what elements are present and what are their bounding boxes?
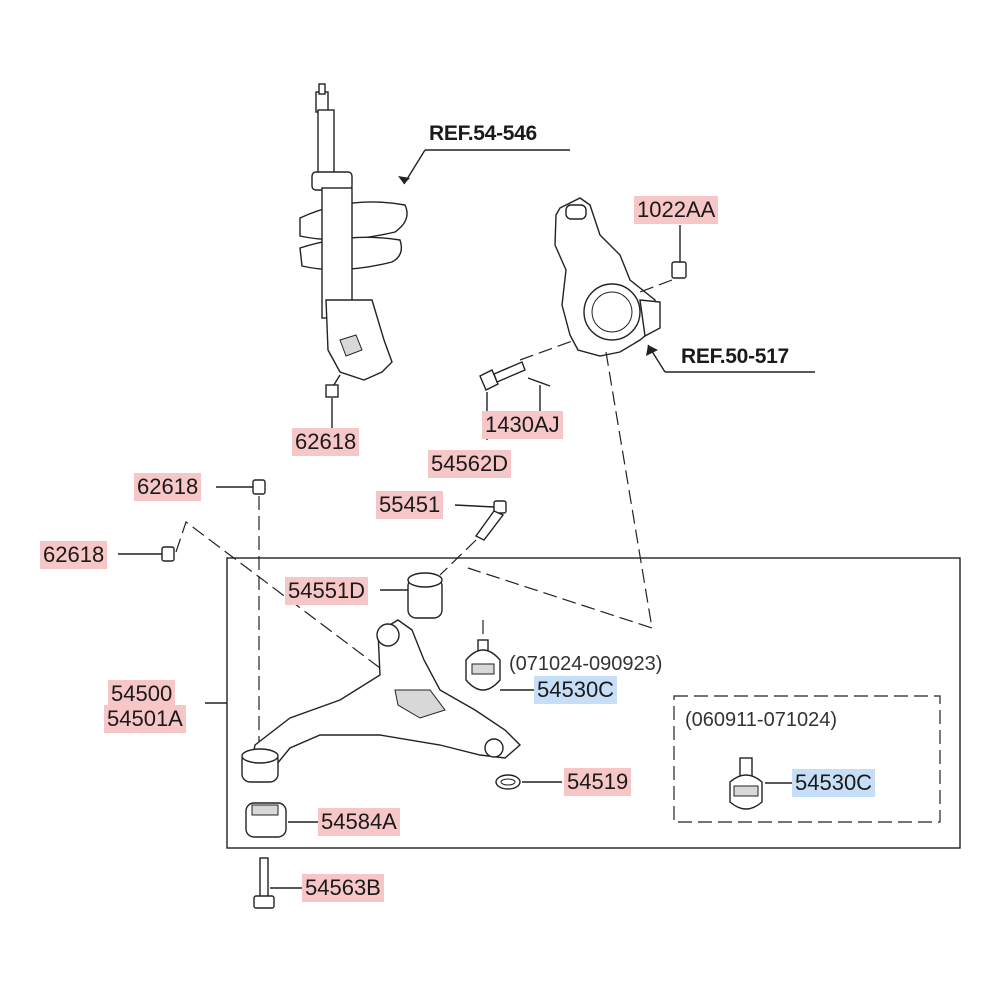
bushing-icon	[245, 802, 287, 838]
ref-knuckle-label[interactable]: REF.50-517	[681, 345, 789, 368]
ball-joint-icon	[729, 757, 763, 810]
bolt-icon	[474, 500, 507, 541]
ref-strut-label[interactable]: REF.54-546	[429, 122, 537, 145]
strut-assembly-icon	[299, 83, 408, 398]
part-54551d-label[interactable]: 54551D	[285, 577, 369, 605]
ball-joint-icon	[465, 639, 501, 691]
snap-ring-icon	[495, 774, 521, 790]
part-62618-lower-label[interactable]: 62618	[40, 541, 108, 569]
part-62618-strut-label[interactable]: 62618	[292, 428, 360, 456]
nut-icon	[671, 261, 687, 279]
bushing-icon	[407, 572, 443, 619]
part-62618-upper-label[interactable]: 62618	[134, 473, 202, 501]
part-54563b-label[interactable]: 54563B	[302, 874, 384, 902]
lower-arm-icon	[249, 619, 522, 771]
part-1430aj-label[interactable]: 1430AJ	[482, 411, 563, 439]
bolt-icon	[253, 857, 275, 909]
part-1022aa-label[interactable]: 1022AA	[634, 196, 719, 224]
date-range-1: (071024-090923)	[509, 653, 663, 675]
part-55451-label[interactable]: 55451	[376, 491, 444, 519]
bushing-icon	[241, 748, 279, 783]
bolt-icon	[479, 361, 526, 391]
part-54519-label[interactable]: 54519	[564, 768, 632, 796]
part-54584a-label[interactable]: 54584A	[318, 808, 400, 836]
part-54562d-label[interactable]: 54562D	[428, 450, 512, 478]
pin-icon	[527, 377, 551, 387]
steering-knuckle-icon	[554, 197, 661, 357]
part-54530c-label-2[interactable]: 54530C	[792, 769, 876, 797]
date-range-2: (060911-071024)	[685, 709, 837, 731]
part-54500-label[interactable]: 54500	[108, 680, 176, 708]
part-54501a-label[interactable]: 54501A	[104, 705, 186, 733]
part-54530c-label-1[interactable]: 54530C	[534, 676, 618, 704]
